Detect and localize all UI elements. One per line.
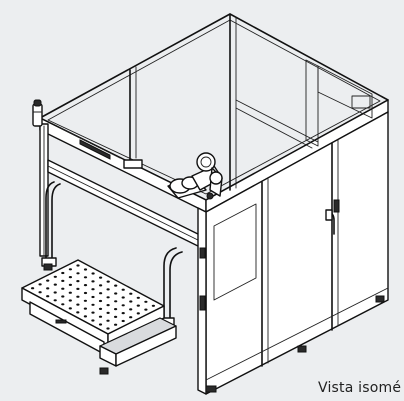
table-hole bbox=[106, 327, 110, 330]
back-frame bbox=[129, 13, 373, 191]
table-hole bbox=[76, 295, 80, 298]
signal-beacon bbox=[32, 99, 43, 127]
table-hole bbox=[99, 292, 103, 295]
table-hole bbox=[68, 268, 72, 271]
table-hole bbox=[83, 268, 88, 271]
table-hole bbox=[76, 272, 80, 275]
table-hole bbox=[106, 280, 110, 283]
table-hole bbox=[53, 275, 57, 278]
table-hole bbox=[76, 287, 80, 290]
table-hole bbox=[129, 316, 133, 319]
table-hole bbox=[98, 307, 103, 310]
right-wall bbox=[197, 111, 389, 395]
table-hole bbox=[129, 308, 133, 311]
table-hole bbox=[151, 304, 155, 307]
table-hole bbox=[91, 295, 95, 299]
table-hole bbox=[121, 304, 125, 307]
table-hole bbox=[83, 291, 88, 295]
table-hole bbox=[91, 311, 95, 314]
view-caption: Vista isomé bbox=[318, 380, 402, 396]
table-hole bbox=[46, 295, 50, 298]
table-hole bbox=[68, 283, 72, 286]
table-holes bbox=[30, 264, 155, 330]
table-hole bbox=[83, 284, 88, 287]
table-hole bbox=[106, 319, 110, 322]
table-hole bbox=[91, 272, 95, 275]
table-hole bbox=[91, 288, 95, 291]
table-hole bbox=[106, 304, 110, 307]
perforated-table bbox=[21, 259, 177, 367]
table-hole bbox=[144, 308, 148, 311]
table-hole bbox=[91, 280, 95, 283]
table-hole bbox=[30, 287, 35, 290]
table-hole bbox=[121, 296, 125, 299]
table-hole bbox=[98, 323, 103, 326]
table-hole bbox=[114, 315, 118, 318]
table-hole bbox=[114, 323, 118, 326]
table-hole bbox=[114, 284, 118, 287]
table-hole bbox=[46, 279, 50, 282]
robot-arm bbox=[123, 152, 223, 200]
table-hole bbox=[53, 291, 57, 294]
table-hole bbox=[114, 292, 118, 295]
table-hole bbox=[38, 283, 42, 286]
table-hole bbox=[83, 315, 87, 318]
leveling-feet bbox=[43, 263, 385, 393]
table-hole bbox=[136, 312, 140, 315]
table-hole bbox=[53, 299, 57, 302]
table-hole bbox=[136, 296, 140, 299]
table-hole bbox=[68, 276, 72, 279]
table-hole bbox=[83, 299, 87, 302]
table-hole bbox=[76, 311, 80, 314]
table-hole bbox=[98, 299, 103, 303]
table-hole bbox=[68, 299, 72, 302]
table-hole bbox=[38, 291, 42, 294]
table-hole bbox=[68, 307, 72, 310]
table-hole bbox=[121, 312, 125, 315]
table-hole bbox=[99, 284, 103, 287]
table-hole bbox=[61, 295, 65, 298]
table-hole bbox=[144, 300, 148, 303]
table-hole bbox=[106, 311, 110, 314]
table-hole bbox=[98, 315, 103, 318]
table-hole bbox=[129, 292, 133, 295]
table-hole bbox=[61, 279, 65, 282]
table-hole bbox=[106, 288, 110, 291]
table-hole bbox=[83, 307, 87, 310]
table-hole bbox=[121, 288, 125, 291]
table-hole bbox=[53, 283, 57, 286]
table-hole bbox=[61, 303, 65, 306]
table-hole bbox=[136, 304, 140, 307]
table-hole bbox=[91, 319, 95, 322]
table-hole bbox=[99, 276, 103, 279]
table-hole bbox=[76, 303, 80, 306]
table-hole bbox=[68, 291, 72, 294]
table-hole bbox=[121, 319, 125, 323]
table-hole bbox=[76, 280, 80, 283]
table-hole bbox=[91, 303, 95, 306]
table-hole bbox=[76, 264, 80, 267]
left-post bbox=[39, 123, 49, 257]
table-hole bbox=[114, 308, 118, 311]
table-hole bbox=[46, 287, 50, 290]
table-hole bbox=[61, 287, 65, 290]
table-hole bbox=[129, 300, 133, 303]
table-hole bbox=[106, 296, 110, 299]
table-hole bbox=[61, 271, 65, 275]
table-hole bbox=[83, 276, 88, 279]
table-hole bbox=[114, 300, 118, 303]
